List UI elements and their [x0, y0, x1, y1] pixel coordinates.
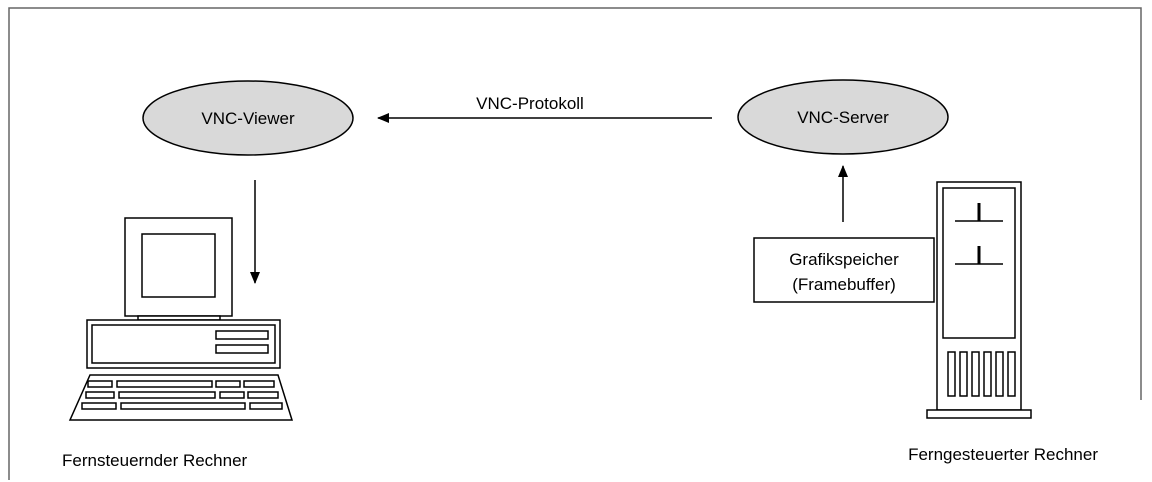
- tower-server-icon: [926, 181, 1032, 419]
- vnc-viewer-node: VNC-Viewer: [142, 80, 354, 156]
- framebuffer-line2: (Framebuffer): [792, 275, 896, 294]
- protocol-label: VNC-Protokoll: [476, 94, 584, 113]
- diagram-frame: [8, 7, 1142, 480]
- desktop-computer-icon: [68, 217, 294, 421]
- vnc-viewer-label: VNC-Viewer: [201, 109, 295, 128]
- framebuffer-line1: Grafikspeicher: [789, 250, 899, 269]
- client-caption: Fernsteuernder Rechner: [62, 451, 248, 470]
- framebuffer-box: Grafikspeicher (Framebuffer): [753, 237, 935, 303]
- vnc-server-node: VNC-Server: [737, 79, 949, 155]
- vnc-server-label: VNC-Server: [797, 108, 889, 127]
- remote-caption: Ferngesteuerter Rechner: [908, 445, 1098, 464]
